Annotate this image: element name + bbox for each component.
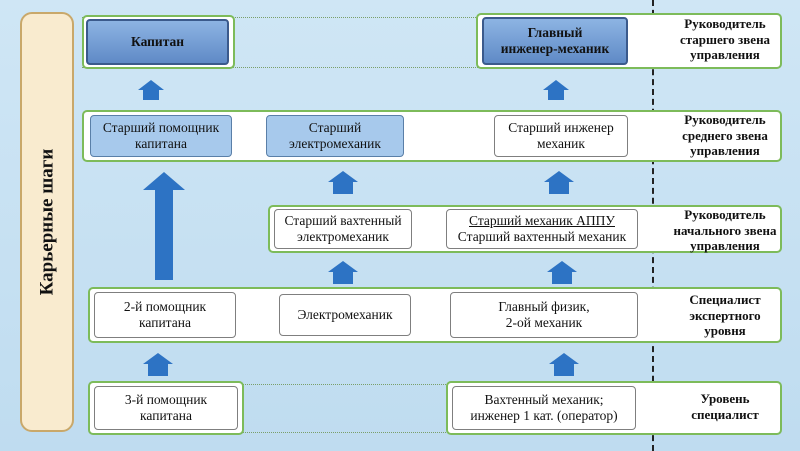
arrow-up-icon [138,80,164,100]
arrow-up-icon [544,171,574,194]
senior-electromech-box: Старший электромеханик [266,115,404,157]
chief-physicist-box: Главный физик, 2-ой механик [450,292,638,338]
arrow-up-icon [549,353,579,376]
arrow-up-icon [328,171,358,194]
level-label-senior: Руководитель старшего звена управления [679,16,771,63]
appu-box: Старший механик АППУ Старший вахтенный м… [446,209,638,249]
sidebar-title: Карьерные шаги [36,148,58,296]
chief-engineer-box: Главный инженер-механик [482,17,628,65]
arrow-up-icon [143,353,173,376]
electromech-box: Электромеханик [279,294,411,336]
level-label-initial: Руководитель начального звена управления [673,207,777,254]
appu-line2: Старший вахтенный механик [457,229,627,244]
senior-engineer-box: Старший инженер механик [494,115,628,157]
appu-line1: Старший механик АППУ [469,212,615,228]
level-label-expert: Специалист экспертного уровня [689,292,761,339]
level-label-specialist: Уровень специалист [691,391,759,422]
captain-box: Капитан [86,19,229,65]
third-assistant-box: 3-й помощник капитана [94,386,238,430]
senior-watch-electromech-box: Старший вахтенный электромеханик [274,209,412,249]
big-arrow-up-icon [143,172,185,280]
arrow-up-icon [547,261,577,284]
row5-bottom-line [240,432,448,433]
arrow-up-icon [543,80,569,100]
second-assistant-box: 2-й помощник капитана [94,292,236,338]
row1-top-line [82,17,482,18]
arrow-up-icon [328,261,358,284]
watch-mechanic-box: Вахтенный механик; инженер 1 кат. (опера… [452,386,636,430]
senior-assistant-box: Старший помощник капитана [90,115,232,157]
career-steps-sidebar: Карьерные шаги [20,12,74,432]
row1-bottom-line [82,67,482,68]
level-label-middle: Руководитель среднего звена управления [682,112,768,159]
row5-top-line [240,384,448,385]
